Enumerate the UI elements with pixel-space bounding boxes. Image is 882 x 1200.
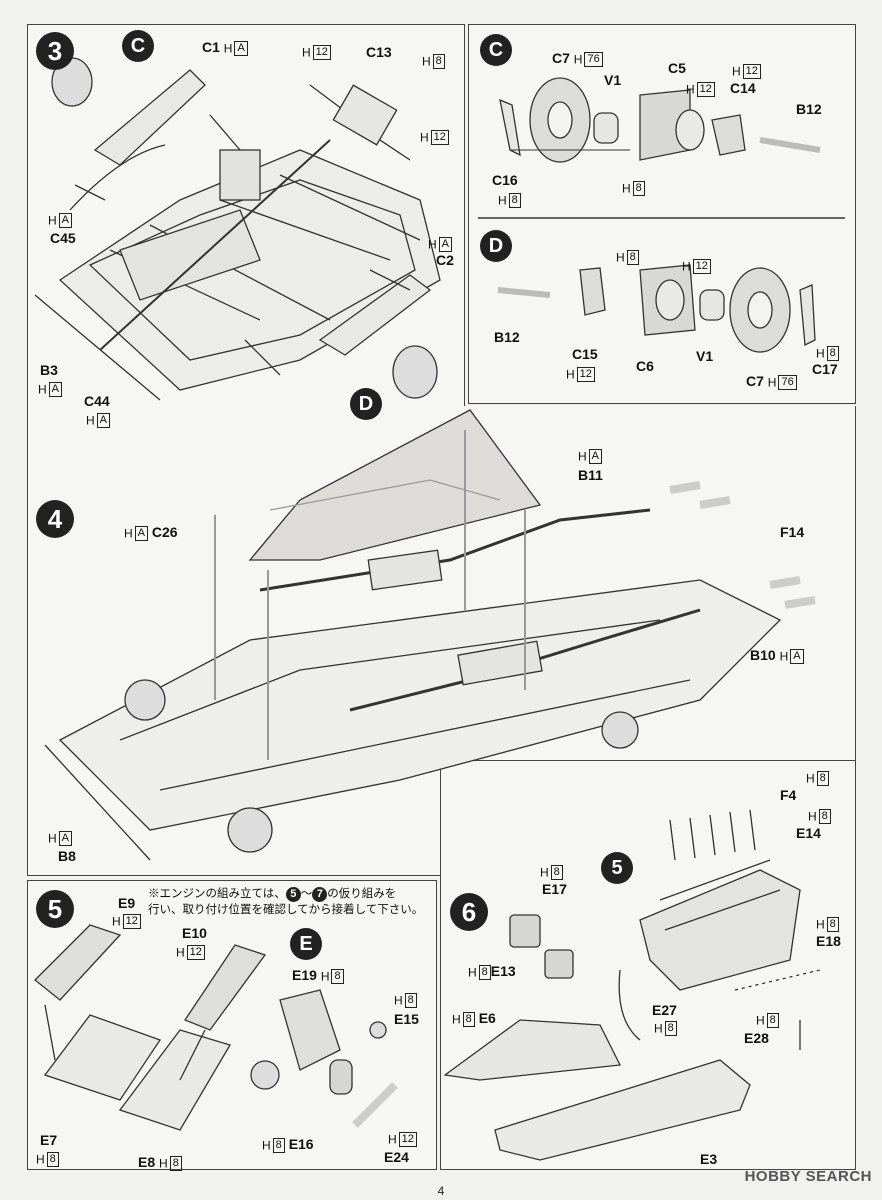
subassembly-e-title: E [290,928,322,960]
subassembly-c-d-panel [468,24,856,404]
subassembly-d-ref: D [350,388,382,420]
step-number-4: 4 [36,500,74,538]
part-label-v1-d: V1 [696,348,714,364]
part-label-v1: V1 [604,72,622,88]
part-label-b11: B11 [578,467,603,483]
part-label-c14: C14 [730,80,756,96]
part-label-f4: F4 [780,787,797,803]
part-label-b12: B12 [796,101,822,117]
subassembly-c-title: C [480,34,512,66]
page-number: 4 [437,1184,445,1198]
step-number-3: 3 [36,32,74,70]
part-label-c17: C17 [812,361,838,377]
step5-ref-in-step6: 5 [601,852,633,884]
part-label-c2: C2 [436,252,454,268]
part-label-c15: C15 [572,346,598,362]
subassembly-c-ref: C [122,30,154,62]
part-label-e3: E3 [700,1151,718,1167]
part-label-e15: E15 [394,1011,419,1027]
part-label-e28: E28 [744,1030,769,1046]
part-label-e18: E18 [816,933,841,949]
subassembly-d-title: D [480,230,512,262]
part-label-f14: F14 [780,524,805,540]
part-label-e14: E14 [796,825,821,841]
part-label-e7: E7 [40,1132,58,1148]
part-label-c44: C44 [84,393,110,409]
part-label-b8: B8 [58,848,76,864]
step-number-6: 6 [450,893,488,931]
part-label-b12-d: B12 [494,329,520,345]
part-label-e10: E10 [182,925,207,941]
part-label-c5: C5 [668,60,686,76]
part-label-e17: E17 [542,881,567,897]
watermark-logo: HOBBY SEARCH [744,1168,872,1185]
part-label-c6: C6 [636,358,654,374]
part-label-e27: E27 [652,1002,677,1018]
step-number-5: 5 [36,890,74,928]
part-label-c45: C45 [50,230,76,246]
part-label-e24: E24 [384,1149,409,1165]
part-label-c13: C13 [366,44,392,60]
part-label-e9: E9 [118,895,136,911]
part-label-c16: C16 [492,172,518,188]
part-label-b3: B3 [40,362,58,378]
